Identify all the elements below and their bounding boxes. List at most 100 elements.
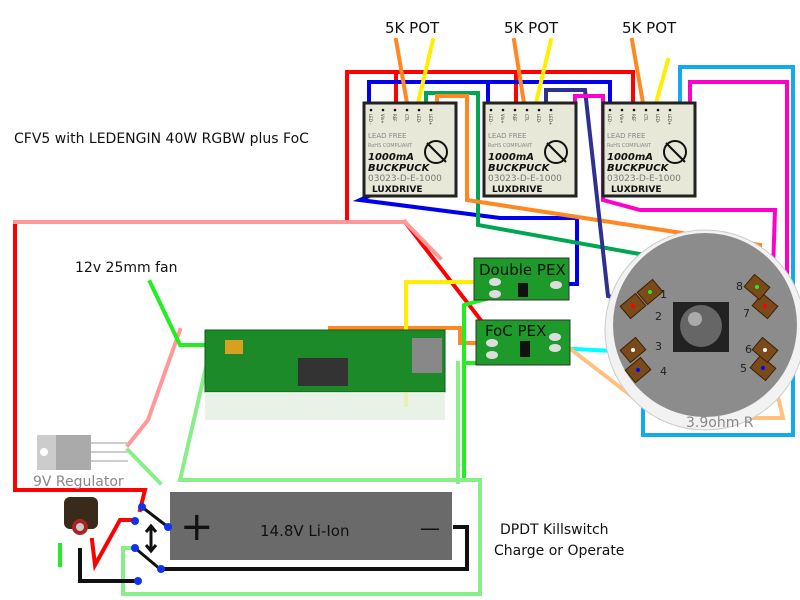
regulator-label: 9V Regulator [33, 474, 124, 490]
led-pad-number: 6 [745, 343, 752, 356]
buckpuck-pin [668, 108, 672, 112]
buckpuck-pin [501, 108, 505, 112]
wire-yellow-pot3 [653, 57, 671, 106]
led-pad-number: 8 [736, 280, 743, 293]
buckpuck-pin-label: LED- [536, 114, 541, 124]
jack-pin [76, 523, 84, 531]
foc-pex-pad [549, 333, 561, 341]
buckpuck-part: 03023-D-E-1000 [607, 174, 681, 184]
buckpuck-pin [632, 108, 636, 112]
buckpuck-pin-label: LED+ [548, 114, 553, 125]
wire-blue-3 [352, 193, 579, 286]
wire-orange-pot3 [629, 37, 646, 106]
buckpuck-pin-label: LED - [488, 114, 493, 125]
pot-label-3: 5K POT [622, 19, 677, 37]
dc-jack [64, 497, 98, 535]
jack-body [64, 497, 98, 529]
driver-connector [412, 338, 442, 373]
wire-red-pex [402, 219, 493, 335]
regulator-body [56, 435, 91, 470]
buckpuck-pin-label: LED- [416, 114, 421, 124]
double-pex-pad [550, 281, 562, 289]
led-pad-dot [761, 366, 765, 370]
led-pad-dot [631, 304, 635, 308]
driver-capacitor [225, 340, 243, 354]
double-pex-label: Double PEX [479, 261, 566, 279]
led-pad-dot [755, 285, 759, 289]
buckpuck-pin-label: REF [631, 114, 636, 122]
wire-lightgreen [121, 347, 482, 596]
regulator-leads [91, 442, 128, 462]
pot-labels: 5K POT 5K POT 5K POT [385, 19, 677, 37]
buckpuck-lead-free: LEAD FREE [488, 132, 526, 140]
buckpuck-brand: LUXDRIVE [492, 185, 543, 195]
wire-orange-driver [328, 326, 492, 345]
switch-contact [131, 517, 139, 525]
buckpuck-body [601, 101, 697, 198]
lead-free-icon [424, 140, 448, 164]
wire-lime-fan [147, 279, 210, 347]
buckpuck-pin [513, 108, 517, 112]
buckpuck-rohs: RoHS COMPLIANT [368, 143, 413, 149]
buckpucks: LED - Vin+ REF CTL LED- LED+ LEAD FREE RoHS COM… [362, 101, 697, 198]
diagram-title: CFV5 with LEDENGIN 40W RGBW plus FoC [14, 131, 309, 147]
foc-pex-chip [520, 341, 530, 357]
buckpuck-pin [644, 108, 648, 112]
buckpuck-part: 03023-D-E-1000 [488, 174, 562, 184]
buckpuck-pin-label: REF [512, 114, 517, 122]
dpdt-switch [131, 503, 172, 585]
battery-label: 14.8V Li-Ion [260, 522, 349, 540]
foc-pex-pad [549, 344, 561, 352]
switch-contact [164, 523, 172, 531]
buckpuck-pin [656, 108, 660, 112]
driver-chip [298, 358, 348, 386]
foc-pex-pad [486, 339, 498, 347]
buckpuck-pin-label: LED+ [428, 114, 433, 125]
switch-arrow-icon [144, 523, 158, 554]
led-pad-number: 1 [660, 288, 667, 301]
regulator-hole [40, 448, 48, 456]
buckpuck-pin [537, 108, 541, 112]
foc-pex-label: FoC PEX [485, 322, 546, 340]
double-pex-pad [489, 290, 501, 298]
wire-yellow-pot1 [415, 37, 436, 106]
buckpuck-pin-label: CTL [643, 114, 648, 122]
buckpuck-pin-label: LED - [368, 114, 373, 125]
switch-contact [157, 565, 165, 573]
buckpuck-rohs: RoHS COMPLIANT [607, 143, 652, 149]
buckpuck-current: 1000mA [368, 152, 414, 163]
resistor-label: 3.9ohm R [686, 415, 754, 431]
battery-body [170, 492, 452, 560]
lead-free-icon [544, 140, 568, 164]
wire-yellow-pot2 [533, 37, 554, 106]
buckpuck-pin-label: Vin+ [619, 114, 624, 124]
buckpuck-pin-label: CTL [524, 114, 529, 122]
buckpuck-pin [369, 108, 373, 112]
foc-pex: FoC PEX [475, 319, 571, 366]
battery-minus: — [420, 516, 440, 540]
led-pad-number: 2 [655, 310, 662, 323]
buckpuck-pin [381, 108, 385, 112]
killswitch-label-2: Charge or Operate [494, 543, 624, 559]
led-pad-number: 4 [660, 365, 667, 378]
wire-black-batt [158, 525, 469, 571]
led-pad-dot [648, 290, 652, 294]
led-pad-number: 3 [655, 340, 662, 353]
switch-contact [134, 577, 142, 585]
led-pad-dot [763, 304, 767, 308]
lead-free-icon [663, 140, 687, 164]
led-pad-number: 7 [743, 307, 750, 320]
buckpuck-pin [608, 108, 612, 112]
buckpuck-lead-free: LEAD FREE [368, 132, 406, 140]
buckpuck-name: BUCKPUCK [368, 163, 431, 174]
buckpuck-pin-label: LED+ [667, 114, 672, 125]
buckpuck-brand: LUXDRIVE [372, 185, 423, 195]
buckpuck-current: 1000mA [607, 152, 653, 163]
buckpuck-pin-label: Vin+ [500, 114, 505, 124]
fan-label: 12v 25mm fan [75, 260, 177, 276]
